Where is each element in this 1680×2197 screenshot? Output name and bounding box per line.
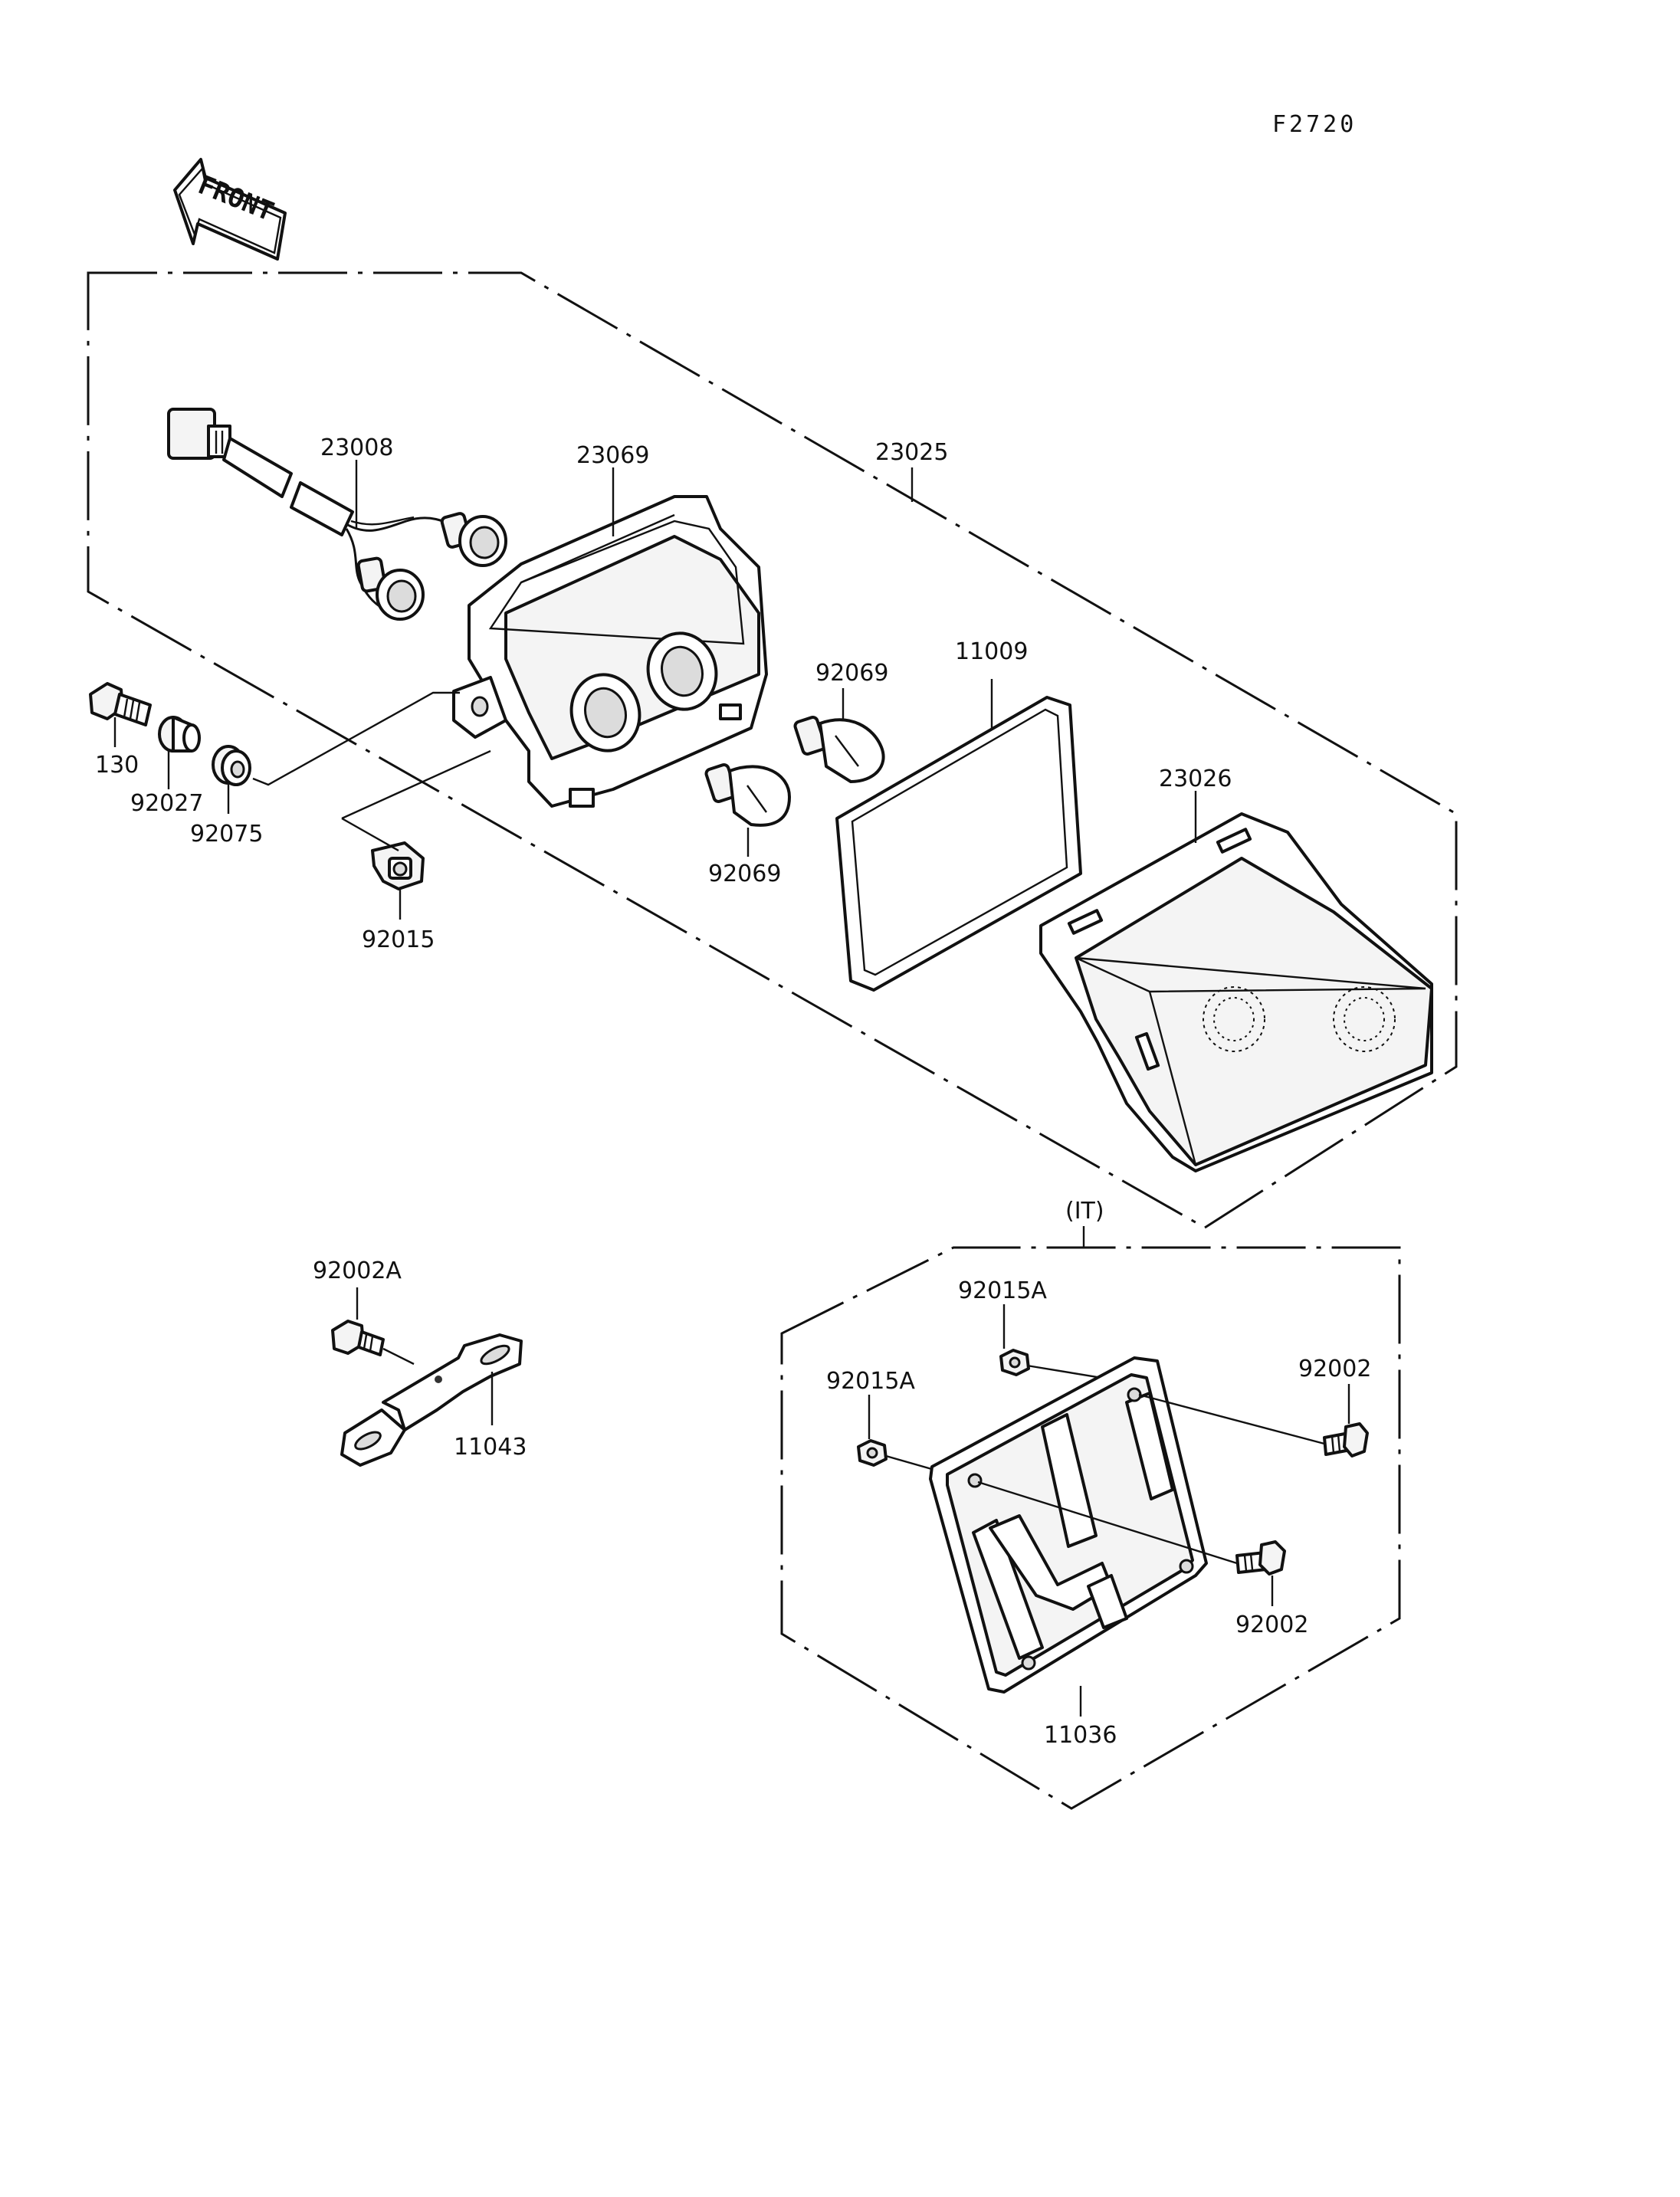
part-label-11009: 11009 — [955, 638, 1028, 665]
bolt-92002-upper — [1323, 1422, 1369, 1458]
license-bracket-11036 — [929, 1356, 1208, 1694]
part-label-92075: 92075 — [190, 821, 263, 848]
lens-reflector-left-icon — [1203, 986, 1265, 1052]
part-label-92015: 92015 — [362, 926, 435, 953]
bulb-92069-upper — [793, 716, 885, 783]
bulb-92069-lower — [704, 763, 791, 827]
taillight-assembly-boundary — [87, 271, 1458, 1229]
nut-92015 — [371, 841, 425, 890]
part-label-23026: 23026 — [1159, 766, 1232, 792]
bolt-92002A — [331, 1320, 385, 1356]
part-label-23008: 23008 — [320, 434, 393, 461]
part-label-92002-lower: 92002 — [1235, 1612, 1308, 1638]
part-label-92069-upper: 92069 — [815, 660, 888, 687]
collar-92027 — [158, 716, 201, 753]
part-label-92002A: 92002A — [313, 1258, 402, 1284]
nut-92015A-upper — [999, 1349, 1030, 1376]
figure-code: F2720 — [1272, 111, 1357, 138]
part-label-11043: 11043 — [454, 1434, 527, 1461]
part-label-23069: 23069 — [576, 442, 649, 469]
wiring-harness-23008 — [167, 408, 507, 621]
bracket-11043 — [340, 1333, 523, 1467]
lens-23026 — [1039, 812, 1433, 1172]
gasket-11009 — [835, 696, 1082, 992]
bolt-130 — [89, 682, 152, 726]
part-label-92069-lower: 92069 — [708, 861, 781, 887]
part-label-92015A-upper: 92015A — [958, 1277, 1047, 1304]
lens-reflector-right-icon — [1333, 986, 1396, 1052]
grommet-92075 — [212, 745, 251, 786]
part-label-23025: 23025 — [875, 439, 948, 466]
part-label-92002-upper: 92002 — [1298, 1356, 1371, 1382]
part-label-92027: 92027 — [130, 790, 203, 817]
license-bracket-boundary — [780, 1246, 1401, 1810]
nut-92015A-lower — [857, 1439, 888, 1467]
lamp-housing-23069 — [452, 495, 768, 808]
part-label-92015A-lower: 92015A — [826, 1368, 915, 1395]
variant-label-it: (IT) — [1065, 1198, 1104, 1225]
bolt-92002-lower — [1235, 1540, 1286, 1576]
part-label-11036: 11036 — [1044, 1722, 1117, 1749]
front-arrow-icon: FRONT — [173, 158, 287, 261]
part-label-130: 130 — [95, 752, 139, 779]
